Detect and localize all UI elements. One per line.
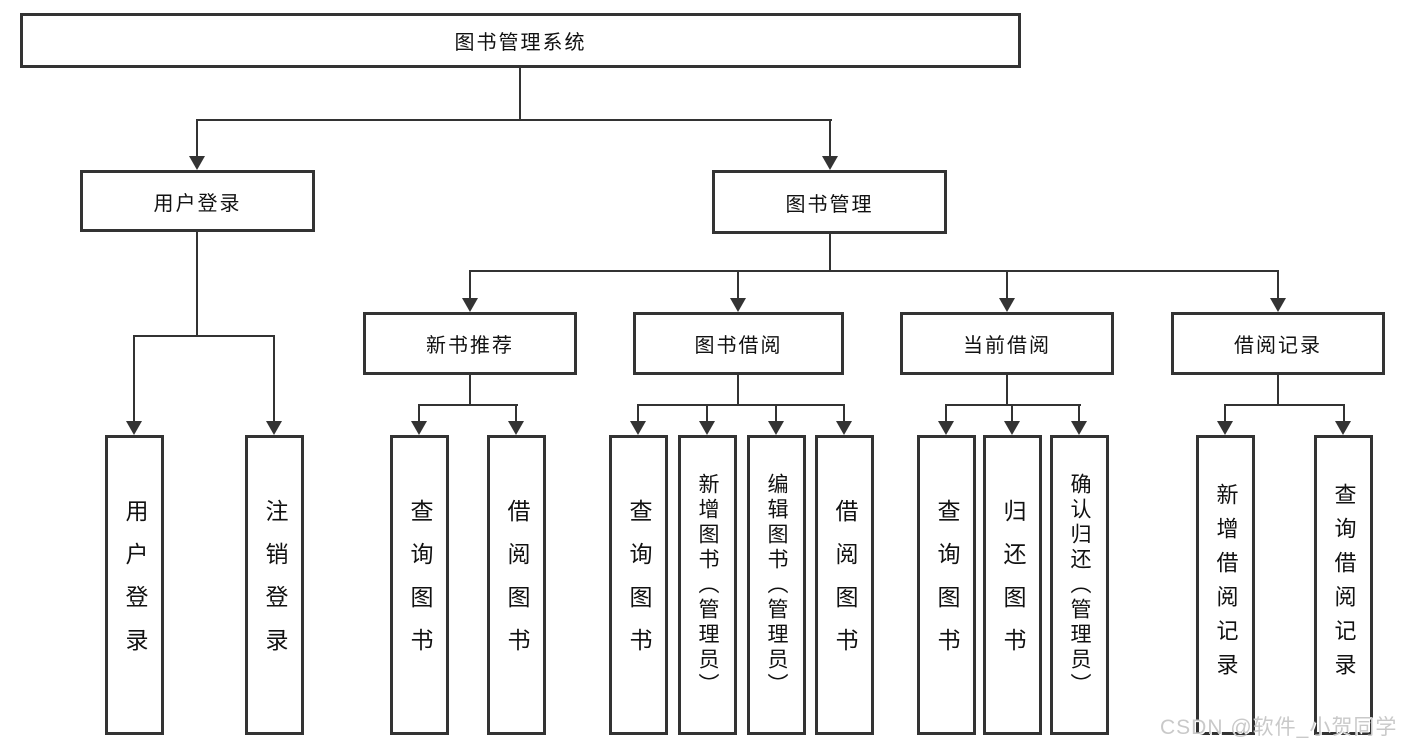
connector-line bbox=[515, 404, 517, 422]
leaf-label: 查询图书 bbox=[407, 499, 433, 671]
connector-line bbox=[945, 404, 947, 422]
node-new-book-rec: 新书推荐 bbox=[363, 312, 577, 375]
connector-line bbox=[706, 404, 708, 422]
connector-line bbox=[196, 119, 198, 156]
connector-line bbox=[469, 270, 1278, 272]
connector-line bbox=[829, 119, 831, 156]
leaf-label: 确认归还（管理员） bbox=[1068, 472, 1091, 698]
arrowhead-icon bbox=[508, 421, 524, 435]
leaf-add-borrow-record: 新增借阅记录 bbox=[1196, 435, 1255, 735]
connector-line bbox=[945, 404, 1081, 406]
leaf-label: 编辑图书（管理员） bbox=[765, 472, 788, 698]
connector-line bbox=[133, 335, 135, 421]
leaf-confirm-return-admin: 确认归还（管理员） bbox=[1050, 435, 1109, 735]
leaf-label: 用户登录 bbox=[122, 499, 148, 671]
arrowhead-icon bbox=[462, 298, 478, 312]
leaf-label: 注销登录 bbox=[262, 499, 288, 671]
node-borrow-record-label: 借阅记录 bbox=[1234, 335, 1322, 357]
leaf-edit-books-admin: 编辑图书（管理员） bbox=[747, 435, 806, 735]
node-current-borrow: 当前借阅 bbox=[900, 312, 1114, 375]
arrowhead-icon bbox=[822, 156, 838, 170]
leaf-label: 借阅图书 bbox=[832, 499, 858, 671]
arrowhead-icon bbox=[999, 298, 1015, 312]
leaf-borrow-books-2: 借阅图书 bbox=[815, 435, 874, 735]
connector-line bbox=[843, 404, 845, 422]
arrowhead-icon bbox=[730, 298, 746, 312]
leaf-label: 查询借阅记录 bbox=[1331, 483, 1357, 687]
node-root: 图书管理系统 bbox=[20, 13, 1021, 68]
connector-line bbox=[418, 404, 518, 406]
node-book-borrow-label: 图书借阅 bbox=[694, 335, 783, 357]
connector-line bbox=[418, 404, 420, 422]
connector-line bbox=[469, 270, 471, 298]
leaf-user-login: 用户登录 bbox=[105, 435, 164, 735]
arrowhead-icon bbox=[836, 421, 852, 435]
arrowhead-icon bbox=[1335, 421, 1351, 435]
leaf-label: 新增图书（管理员） bbox=[696, 472, 719, 698]
node-book-mgmt-label: 图书管理 bbox=[785, 193, 874, 216]
arrowhead-icon bbox=[411, 421, 427, 435]
arrowhead-icon bbox=[126, 421, 142, 435]
node-book-borrow: 图书借阅 bbox=[633, 312, 844, 375]
connector-line bbox=[1277, 270, 1279, 298]
leaf-borrow-books-1: 借阅图书 bbox=[487, 435, 546, 735]
node-borrow-record: 借阅记录 bbox=[1171, 312, 1385, 375]
leaf-label: 归还图书 bbox=[1000, 499, 1026, 671]
connector-line bbox=[469, 373, 471, 406]
arrowhead-icon bbox=[938, 421, 954, 435]
leaf-label: 新增借阅记录 bbox=[1213, 483, 1239, 687]
node-current-borrow-label: 当前借阅 bbox=[963, 335, 1051, 357]
connector-line bbox=[1277, 373, 1279, 406]
leaf-query-borrow-record: 查询借阅记录 bbox=[1314, 435, 1373, 735]
connector-line bbox=[737, 270, 739, 298]
arrowhead-icon bbox=[1071, 421, 1087, 435]
csdn-watermark: CSDN @软件_小贺同学 bbox=[1160, 716, 1398, 739]
leaf-label: 借阅图书 bbox=[504, 499, 530, 671]
leaf-logout: 注销登录 bbox=[245, 435, 304, 735]
connector-line bbox=[1011, 404, 1013, 422]
connector-line bbox=[1224, 404, 1226, 422]
leaf-query-books-1: 查询图书 bbox=[390, 435, 449, 735]
connector-line bbox=[737, 373, 739, 406]
connector-line bbox=[829, 233, 831, 271]
connector-line bbox=[637, 404, 845, 406]
leaf-return-books: 归还图书 bbox=[983, 435, 1042, 735]
node-user-login-label: 用户登录 bbox=[153, 192, 242, 215]
connector-line bbox=[637, 404, 639, 422]
leaf-label: 查询图书 bbox=[934, 499, 960, 671]
arrowhead-icon bbox=[1270, 298, 1286, 312]
arrowhead-icon bbox=[189, 156, 205, 170]
arrowhead-icon bbox=[266, 421, 282, 435]
arrowhead-icon bbox=[1217, 421, 1233, 435]
leaf-query-books-3: 查询图书 bbox=[917, 435, 976, 735]
node-book-mgmt: 图书管理 bbox=[712, 170, 947, 234]
connector-line bbox=[273, 335, 275, 421]
leaf-add-books-admin: 新增图书（管理员） bbox=[678, 435, 737, 735]
node-user-login: 用户登录 bbox=[80, 170, 315, 232]
node-new-book-rec-label: 新书推荐 bbox=[426, 335, 514, 357]
connector-line bbox=[1078, 404, 1080, 422]
arrowhead-icon bbox=[699, 421, 715, 435]
arrowhead-icon bbox=[1004, 421, 1020, 435]
connector-line bbox=[1343, 404, 1345, 422]
leaf-query-books-2: 查询图书 bbox=[609, 435, 668, 735]
connector-line bbox=[196, 119, 832, 121]
arrowhead-icon bbox=[768, 421, 784, 435]
connector-line bbox=[1006, 373, 1008, 406]
connector-line bbox=[133, 335, 275, 337]
connector-line bbox=[775, 404, 777, 422]
connector-line bbox=[1006, 270, 1008, 298]
connector-line bbox=[196, 231, 198, 337]
leaf-label: 查询图书 bbox=[626, 499, 652, 671]
connector-line bbox=[519, 67, 521, 120]
connector-line bbox=[1224, 404, 1345, 406]
arrowhead-icon bbox=[630, 421, 646, 435]
node-root-label: 图书管理系统 bbox=[454, 32, 587, 54]
